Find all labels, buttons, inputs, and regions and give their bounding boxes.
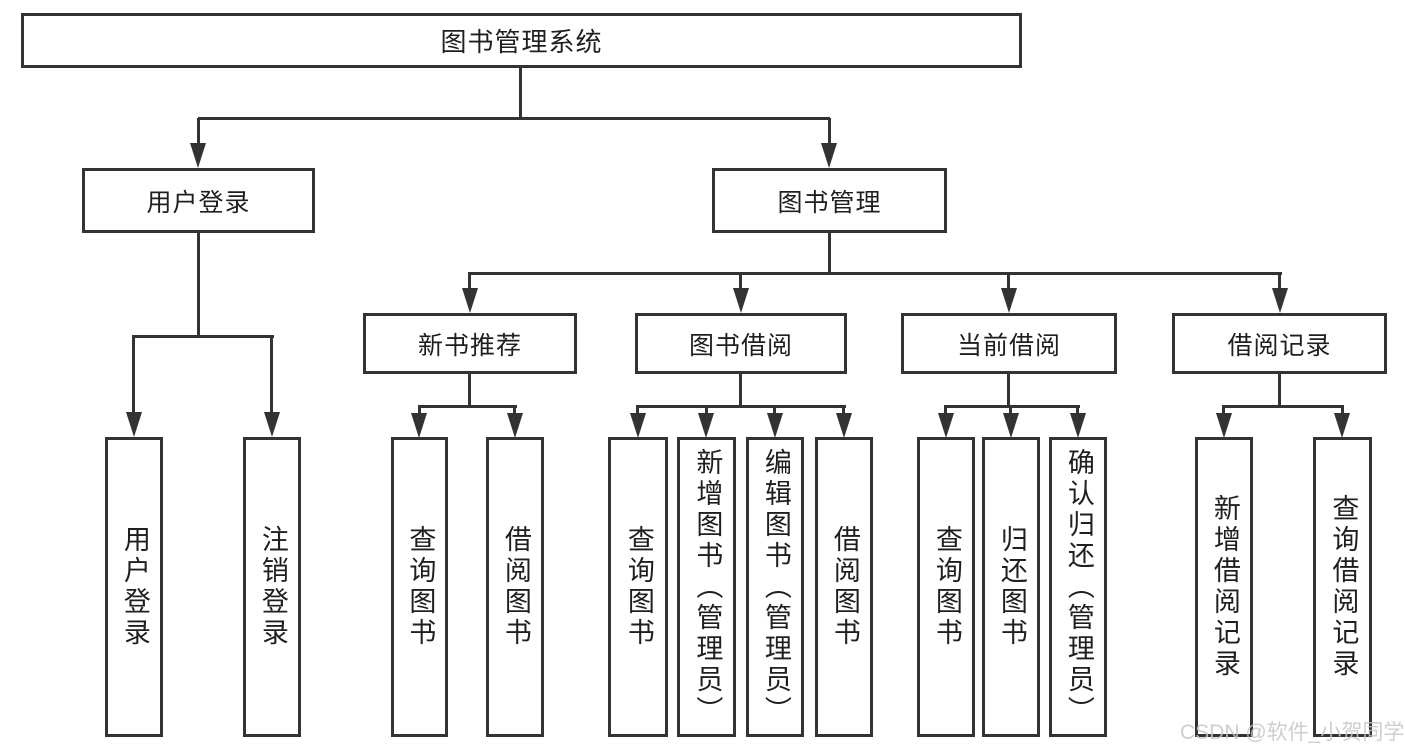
- leaf-query-books-recommend-label: 查询图书: [405, 525, 436, 649]
- connector-line: [468, 272, 1282, 275]
- connector-line: [1009, 406, 1012, 415]
- leaf-query-borrow-record: 查询借阅记录: [1313, 437, 1372, 737]
- arrow-down-icon: [1001, 288, 1017, 313]
- arrow-down-icon: [126, 412, 142, 437]
- node-root-label: 图书管理系统: [440, 27, 603, 57]
- connector-line: [944, 405, 1080, 408]
- arrow-down-icon: [836, 413, 852, 438]
- leaf-user-login-label: 用户登录: [119, 525, 150, 649]
- arrow-down-icon: [1272, 288, 1288, 313]
- leaf-query-books-current: 查询图书: [917, 437, 975, 737]
- arrow-down-icon: [1216, 413, 1232, 438]
- node-new-book-recommend: 新书推荐: [363, 313, 577, 374]
- leaf-borrow-books-recommend: 借阅图书: [486, 437, 544, 737]
- arrow-down-icon: [938, 413, 954, 438]
- node-book-borrowing-label: 图书借阅: [688, 331, 793, 360]
- arrow-down-icon: [507, 413, 523, 438]
- leaf-query-books-recommend: 查询图书: [391, 437, 448, 737]
- node-user-login-label: 用户登录: [146, 188, 251, 217]
- node-borrowing-records-label: 借阅记录: [1227, 331, 1332, 360]
- connector-line: [1007, 273, 1010, 290]
- arrow-down-icon: [411, 413, 427, 438]
- connector-line: [739, 374, 742, 407]
- leaf-return-book-label: 归还图书: [996, 525, 1027, 649]
- leaf-query-books-borrowing: 查询图书: [608, 437, 668, 737]
- connector-line: [468, 273, 471, 290]
- connector-line: [418, 405, 517, 408]
- leaf-add-borrow-record-label: 新增借阅记录: [1209, 494, 1240, 680]
- connector-line: [132, 336, 135, 414]
- leaf-borrow-books-recommend-label: 借阅图书: [500, 525, 531, 649]
- leaf-borrow-books-borrowing: 借阅图书: [815, 437, 873, 737]
- connector-line: [1222, 406, 1225, 415]
- connector-line: [828, 233, 831, 274]
- connector-line: [1278, 273, 1281, 290]
- leaf-query-books-borrowing-label: 查询图书: [623, 525, 654, 649]
- leaf-edit-book-admin-label: 编辑图书（管理员）: [760, 447, 791, 727]
- connector-line: [468, 374, 471, 407]
- connector-line: [1222, 405, 1344, 408]
- arrow-down-icon: [1334, 413, 1350, 438]
- connector-line: [636, 405, 846, 408]
- leaf-logout-label: 注销登录: [257, 525, 288, 649]
- leaf-confirm-return-admin-label: 确认归还（管理员）: [1063, 447, 1094, 727]
- connector-line: [270, 336, 273, 414]
- connector-line: [1076, 406, 1079, 415]
- leaf-add-borrow-record: 新增借阅记录: [1195, 437, 1253, 737]
- connector-line: [842, 406, 845, 415]
- connector-line: [944, 406, 947, 415]
- leaf-query-borrow-record-label: 查询借阅记录: [1328, 494, 1359, 680]
- arrow-down-icon: [1003, 413, 1019, 438]
- connector-line: [1278, 374, 1281, 407]
- node-book-borrowing: 图书借阅: [635, 313, 847, 374]
- connector-line: [198, 117, 830, 120]
- arrow-down-icon: [767, 413, 783, 438]
- node-user-login: 用户登录: [82, 168, 315, 233]
- connector-line: [132, 335, 274, 338]
- node-new-book-recommend-label: 新书推荐: [417, 331, 522, 360]
- node-current-borrowing: 当前借阅: [901, 313, 1117, 374]
- arrow-down-icon: [733, 288, 749, 313]
- node-book-management-label: 图书管理: [777, 188, 882, 217]
- leaf-add-book-admin-label: 新增图书（管理员）: [692, 447, 723, 727]
- leaf-confirm-return-admin: 确认归还（管理员）: [1049, 437, 1107, 737]
- connector-line: [739, 273, 742, 290]
- leaf-borrow-books-borrowing-label: 借阅图书: [829, 525, 860, 649]
- arrow-down-icon: [264, 412, 280, 437]
- leaf-query-books-current-label: 查询图书: [931, 525, 962, 649]
- node-borrowing-records: 借阅记录: [1172, 313, 1387, 374]
- leaf-user-login: 用户登录: [105, 437, 163, 737]
- connector-line: [1341, 406, 1344, 415]
- node-current-borrowing-label: 当前借阅: [956, 331, 1061, 360]
- node-root: 图书管理系统: [21, 13, 1022, 68]
- arrow-down-icon: [1070, 413, 1086, 438]
- connector-line: [418, 406, 421, 415]
- connector-line: [636, 406, 639, 415]
- connector-line: [828, 118, 831, 144]
- arrow-down-icon: [630, 413, 646, 438]
- connector-line: [197, 118, 200, 144]
- arrow-down-icon: [190, 143, 206, 168]
- connector-line: [519, 68, 522, 119]
- connector-line: [705, 406, 708, 415]
- connector-line: [513, 406, 516, 415]
- leaf-logout: 注销登录: [243, 437, 301, 737]
- leaf-return-book: 归还图书: [982, 437, 1040, 737]
- connector-line: [773, 406, 776, 415]
- leaf-add-book-admin: 新增图书（管理员）: [677, 437, 736, 737]
- node-book-management: 图书管理: [712, 168, 947, 233]
- connector-line: [197, 233, 200, 337]
- arrow-down-icon: [821, 143, 837, 168]
- csdn-watermark: CSDN @软件_小贺同学: [1180, 721, 1405, 744]
- arrow-down-icon: [462, 288, 478, 313]
- leaf-edit-book-admin: 编辑图书（管理员）: [746, 437, 804, 737]
- arrow-down-icon: [698, 413, 714, 438]
- connector-line: [1007, 374, 1010, 407]
